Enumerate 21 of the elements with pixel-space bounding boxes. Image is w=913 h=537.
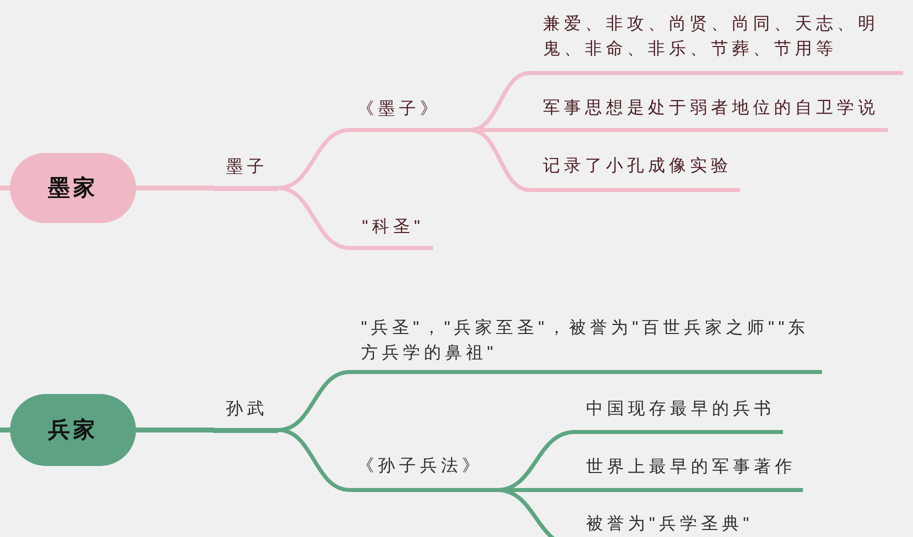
- branch-topic: 记录了小孔成像实验: [530, 153, 740, 192]
- branch-line: [276, 186, 352, 250]
- branch-topic: 《孙子兵法》: [350, 453, 497, 492]
- branch-line: [0, 186, 12, 190]
- branch-topic: "科圣": [350, 214, 433, 250]
- branch-topic: 孙武: [213, 396, 278, 432]
- branch-line: [276, 428, 352, 492]
- branch-line: [468, 128, 532, 192]
- branch-topic: 墨子: [213, 154, 278, 190]
- branch-topic: "兵圣"，"兵家至圣"，被誉为"百世兵家之师""东方兵学的鼻祖": [350, 315, 822, 374]
- branch-topic: 中国现存最早的兵书: [575, 396, 783, 434]
- topic-pill: 兵家: [10, 394, 136, 466]
- branch-topic: 兼爱、非攻、尚贤、尚同、天志、明鬼、非命、非乐、节葬、节用等: [530, 11, 903, 75]
- branch-line: [0, 428, 12, 432]
- branch-topic: 军事思想是处于弱者地位的自卫学说: [530, 95, 888, 132]
- branch-line: [134, 186, 216, 190]
- topic-pill: 墨家: [10, 153, 136, 223]
- branch-topic: 《墨子》: [350, 96, 470, 132]
- branch-topic: 世界上最早的军事著作: [575, 454, 803, 492]
- branch-line: [134, 428, 216, 432]
- branch-topic: 被誉为"兵学圣典": [575, 511, 790, 537]
